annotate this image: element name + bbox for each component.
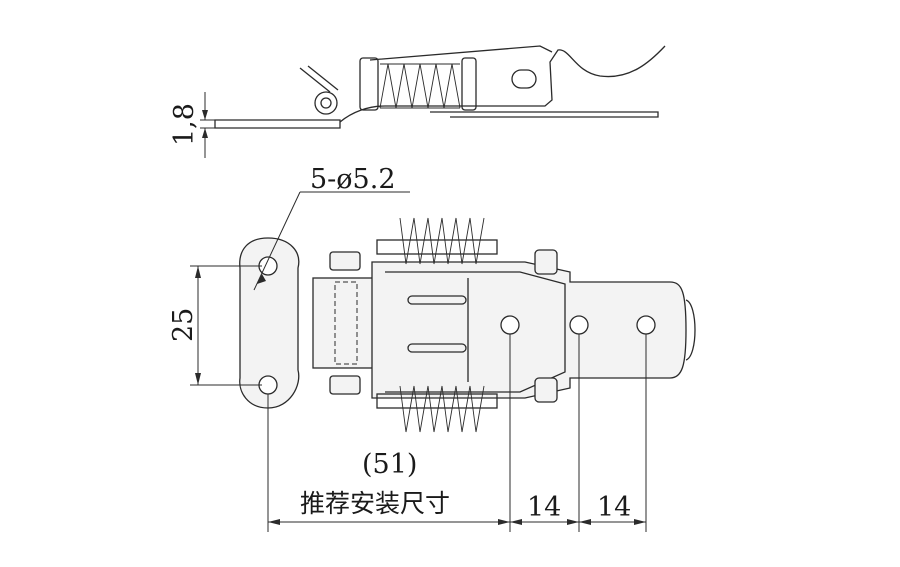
- hole-leader-line: [253, 191, 301, 291]
- pin-bottom: [534, 377, 558, 403]
- dim-thickness-arrow-bottom: [202, 128, 208, 138]
- pin-top: [534, 249, 558, 275]
- side-hook-plate: [430, 111, 659, 118]
- dim-height-arrow-bottom: [195, 373, 201, 385]
- spring-top: [399, 217, 485, 265]
- side-spring-guide: [380, 63, 460, 109]
- side-lever: [299, 67, 331, 93]
- dim-height-ext: [190, 265, 262, 386]
- dim-pitch2-arrow-right: [634, 519, 646, 525]
- dim-pitch1-arrow-right: [567, 519, 579, 525]
- spring-guide-top: [376, 239, 498, 255]
- side-spring: [379, 63, 461, 109]
- dim-51-arrow-right: [498, 519, 510, 525]
- side-view: 1,8: [169, 45, 666, 158]
- hinge-knuckle-bottom: [329, 375, 361, 395]
- lever-inner-edge: [385, 271, 566, 393]
- side-hinge-loop: [314, 91, 338, 115]
- recommend-label: 推荐安装尺寸: [300, 489, 450, 518]
- holes-label: 5-ø5.2: [310, 164, 396, 195]
- side-hinge-pin: [320, 97, 332, 109]
- hinge-knuckle-top: [329, 251, 361, 271]
- hook-hole-1: [500, 315, 520, 335]
- dimensions: 5-ø5.2 25 (51) 推荐安装尺寸 14 14: [168, 164, 647, 532]
- dim-pitch2-arrow-left: [579, 519, 591, 525]
- dim-pitch1-arrow-left: [510, 519, 522, 525]
- hole-leader-arrow: [257, 274, 266, 284]
- lever-slot-lower: [407, 343, 467, 353]
- lever-slot-upper: [407, 295, 467, 305]
- spring-guide-bottom: [376, 393, 498, 409]
- side-spring-cap-left: [359, 57, 379, 111]
- side-spring-cap-right: [461, 57, 477, 111]
- plan-view: [239, 217, 696, 433]
- side-lever-2: [307, 65, 339, 91]
- dim-height-arrow-top: [195, 266, 201, 278]
- spring-bottom: [399, 385, 485, 433]
- dim-thickness-arrow-top: [202, 110, 208, 120]
- dim-51-arrow-left: [268, 519, 280, 525]
- side-slot: [511, 69, 537, 89]
- dim-thickness-ext: [200, 119, 215, 129]
- pitch1-label: 14: [527, 492, 561, 523]
- side-latch-body: [339, 45, 666, 123]
- side-latch-top: [369, 45, 553, 61]
- spacing-ref-label: (51): [362, 449, 417, 480]
- thickness-label: 1,8: [169, 103, 200, 146]
- hinge-pin-hidden: [334, 281, 358, 365]
- lever-tip: [685, 299, 696, 361]
- pitch2-label: 14: [597, 492, 631, 523]
- hook-hole-3: [636, 315, 656, 335]
- side-base-plate: [214, 119, 341, 129]
- hook-hole-2: [569, 315, 589, 335]
- height-label: 25: [168, 308, 199, 342]
